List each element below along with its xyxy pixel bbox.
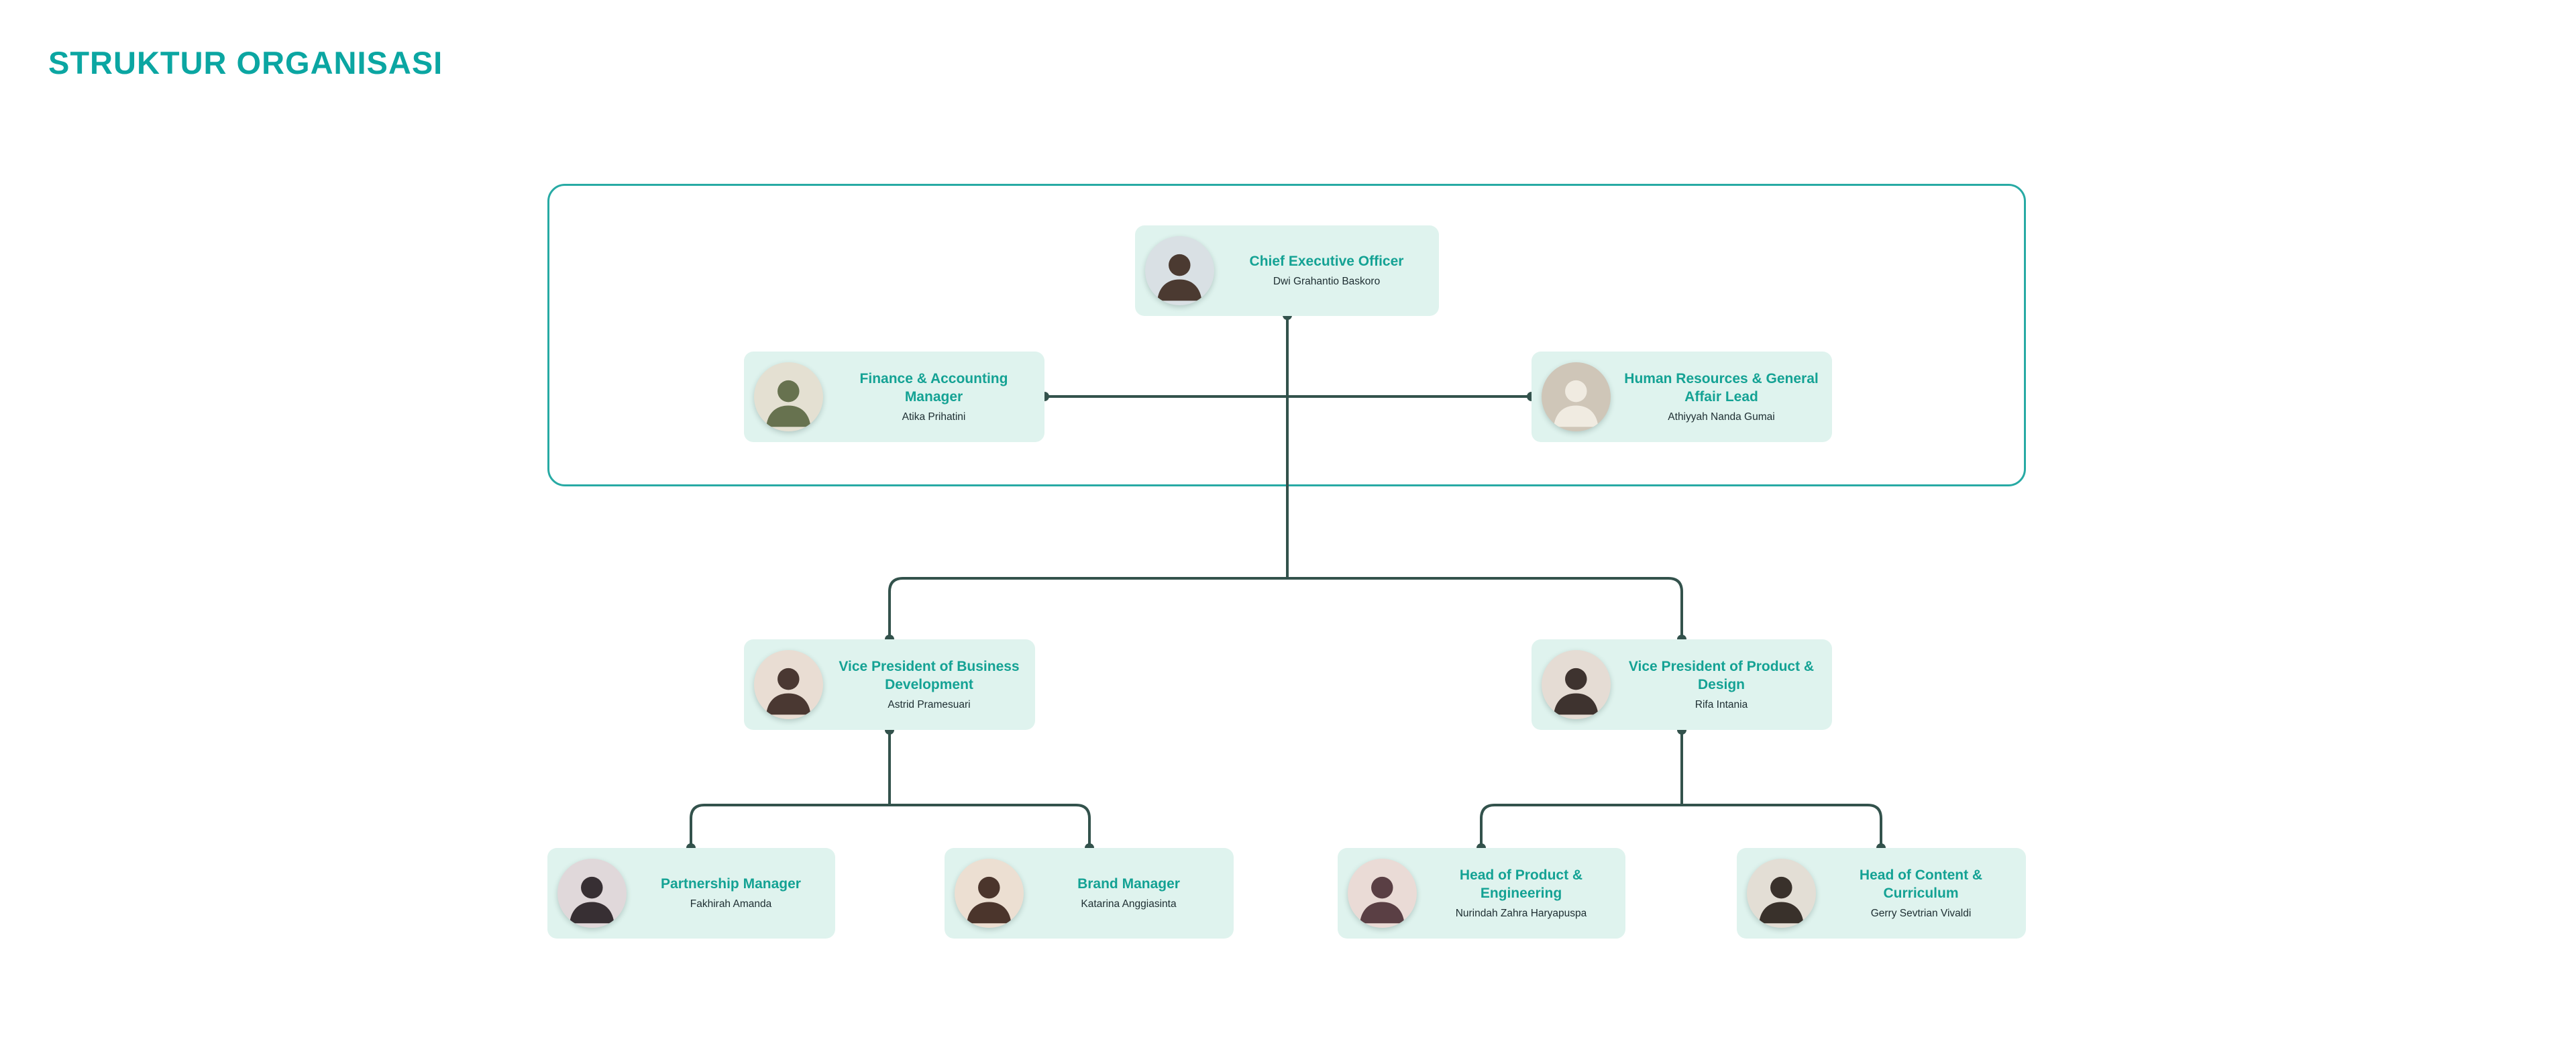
org-card-hr-general-affair-lead: Human Resources & General Affair Lead At… bbox=[1532, 352, 1832, 442]
avatar bbox=[955, 859, 1024, 928]
card-text: Brand Manager Katarina Anggiasinta bbox=[1033, 875, 1224, 910]
org-card-head-product-engineering: Head of Product & Engineering Nurindah Z… bbox=[1338, 848, 1625, 939]
role-title: Chief Executive Officer bbox=[1249, 254, 1404, 270]
connector-branch-left bbox=[888, 577, 1287, 639]
card-text: Finance & Accounting Manager Atika Priha… bbox=[833, 370, 1035, 423]
card-text: Partnership Manager Fakhirah Amanda bbox=[636, 875, 826, 910]
role-title: Head of Content & Curriculum bbox=[1859, 867, 1983, 901]
person-icon bbox=[1157, 254, 1202, 301]
connector-vppd-right bbox=[1682, 804, 1882, 848]
card-text: Head of Content & Curriculum Gerry Sevtr… bbox=[1825, 867, 2017, 920]
role-title: Human Resources & General Affair Lead bbox=[1624, 370, 1819, 405]
avatar bbox=[754, 362, 823, 431]
avatar bbox=[557, 859, 627, 928]
person-name: Atika Prihatini bbox=[902, 411, 966, 423]
person-name: Rifa Intania bbox=[1695, 698, 1748, 710]
person-name: Katarina Anggiasinta bbox=[1081, 898, 1177, 910]
card-text: Vice President of Business Development A… bbox=[833, 658, 1026, 711]
avatar bbox=[1145, 236, 1214, 305]
role-title: Brand Manager bbox=[1077, 876, 1180, 892]
card-text: Chief Executive Officer Dwi Grahantio Ba… bbox=[1224, 253, 1430, 288]
person-name: Fakhirah Amanda bbox=[690, 898, 772, 910]
role-title: Finance & Accounting Manager bbox=[859, 370, 1008, 405]
avatar bbox=[1348, 859, 1417, 928]
person-icon bbox=[1759, 877, 1804, 924]
person-icon bbox=[766, 380, 811, 427]
card-text: Vice President of Product & Design Rifa … bbox=[1620, 658, 1823, 711]
connector-vpbd-right bbox=[890, 804, 1091, 848]
page-title: STRUKTUR ORGANISASI bbox=[48, 45, 443, 81]
person-name: Astrid Pramesuari bbox=[888, 698, 971, 710]
avatar bbox=[1542, 650, 1611, 719]
person-icon bbox=[1360, 877, 1405, 924]
person-name: Athiyyah Nanda Gumai bbox=[1668, 411, 1775, 423]
connector-branch-right bbox=[1287, 577, 1683, 639]
org-card-brand-manager: Brand Manager Katarina Anggiasinta bbox=[945, 848, 1234, 939]
person-icon bbox=[766, 668, 811, 715]
person-icon bbox=[1554, 668, 1599, 715]
avatar bbox=[754, 650, 823, 719]
org-card-vp-product-design: Vice President of Product & Design Rifa … bbox=[1532, 639, 1832, 730]
person-icon bbox=[967, 877, 1012, 924]
avatar bbox=[1542, 362, 1611, 431]
org-card-head-content-curriculum: Head of Content & Curriculum Gerry Sevtr… bbox=[1737, 848, 2026, 939]
avatar bbox=[1747, 859, 1816, 928]
person-name: Nurindah Zahra Haryapuspa bbox=[1455, 907, 1587, 919]
role-title: Vice President of Product & Design bbox=[1628, 658, 1815, 692]
role-title: Vice President of Business Development bbox=[839, 658, 1020, 692]
card-text: Human Resources & General Affair Lead At… bbox=[1620, 370, 1823, 423]
org-card-finance-accounting-manager: Finance & Accounting Manager Atika Priha… bbox=[744, 352, 1044, 442]
org-card-chief-executive-officer: Chief Executive Officer Dwi Grahantio Ba… bbox=[1135, 225, 1439, 316]
org-card-partnership-manager: Partnership Manager Fakhirah Amanda bbox=[547, 848, 835, 939]
role-title: Partnership Manager bbox=[661, 876, 801, 892]
person-name: Gerry Sevtrian Vivaldi bbox=[1870, 907, 1972, 919]
connector-vpbd-left bbox=[690, 804, 890, 848]
role-title: Head of Product & Engineering bbox=[1459, 867, 1583, 901]
person-icon bbox=[570, 877, 614, 924]
person-icon bbox=[1554, 380, 1599, 427]
person-name: Dwi Grahantio Baskoro bbox=[1273, 276, 1381, 288]
card-text: Head of Product & Engineering Nurindah Z… bbox=[1426, 867, 1616, 920]
connector-vppd-left bbox=[1480, 804, 1682, 848]
org-card-vp-business-development: Vice President of Business Development A… bbox=[744, 639, 1035, 730]
